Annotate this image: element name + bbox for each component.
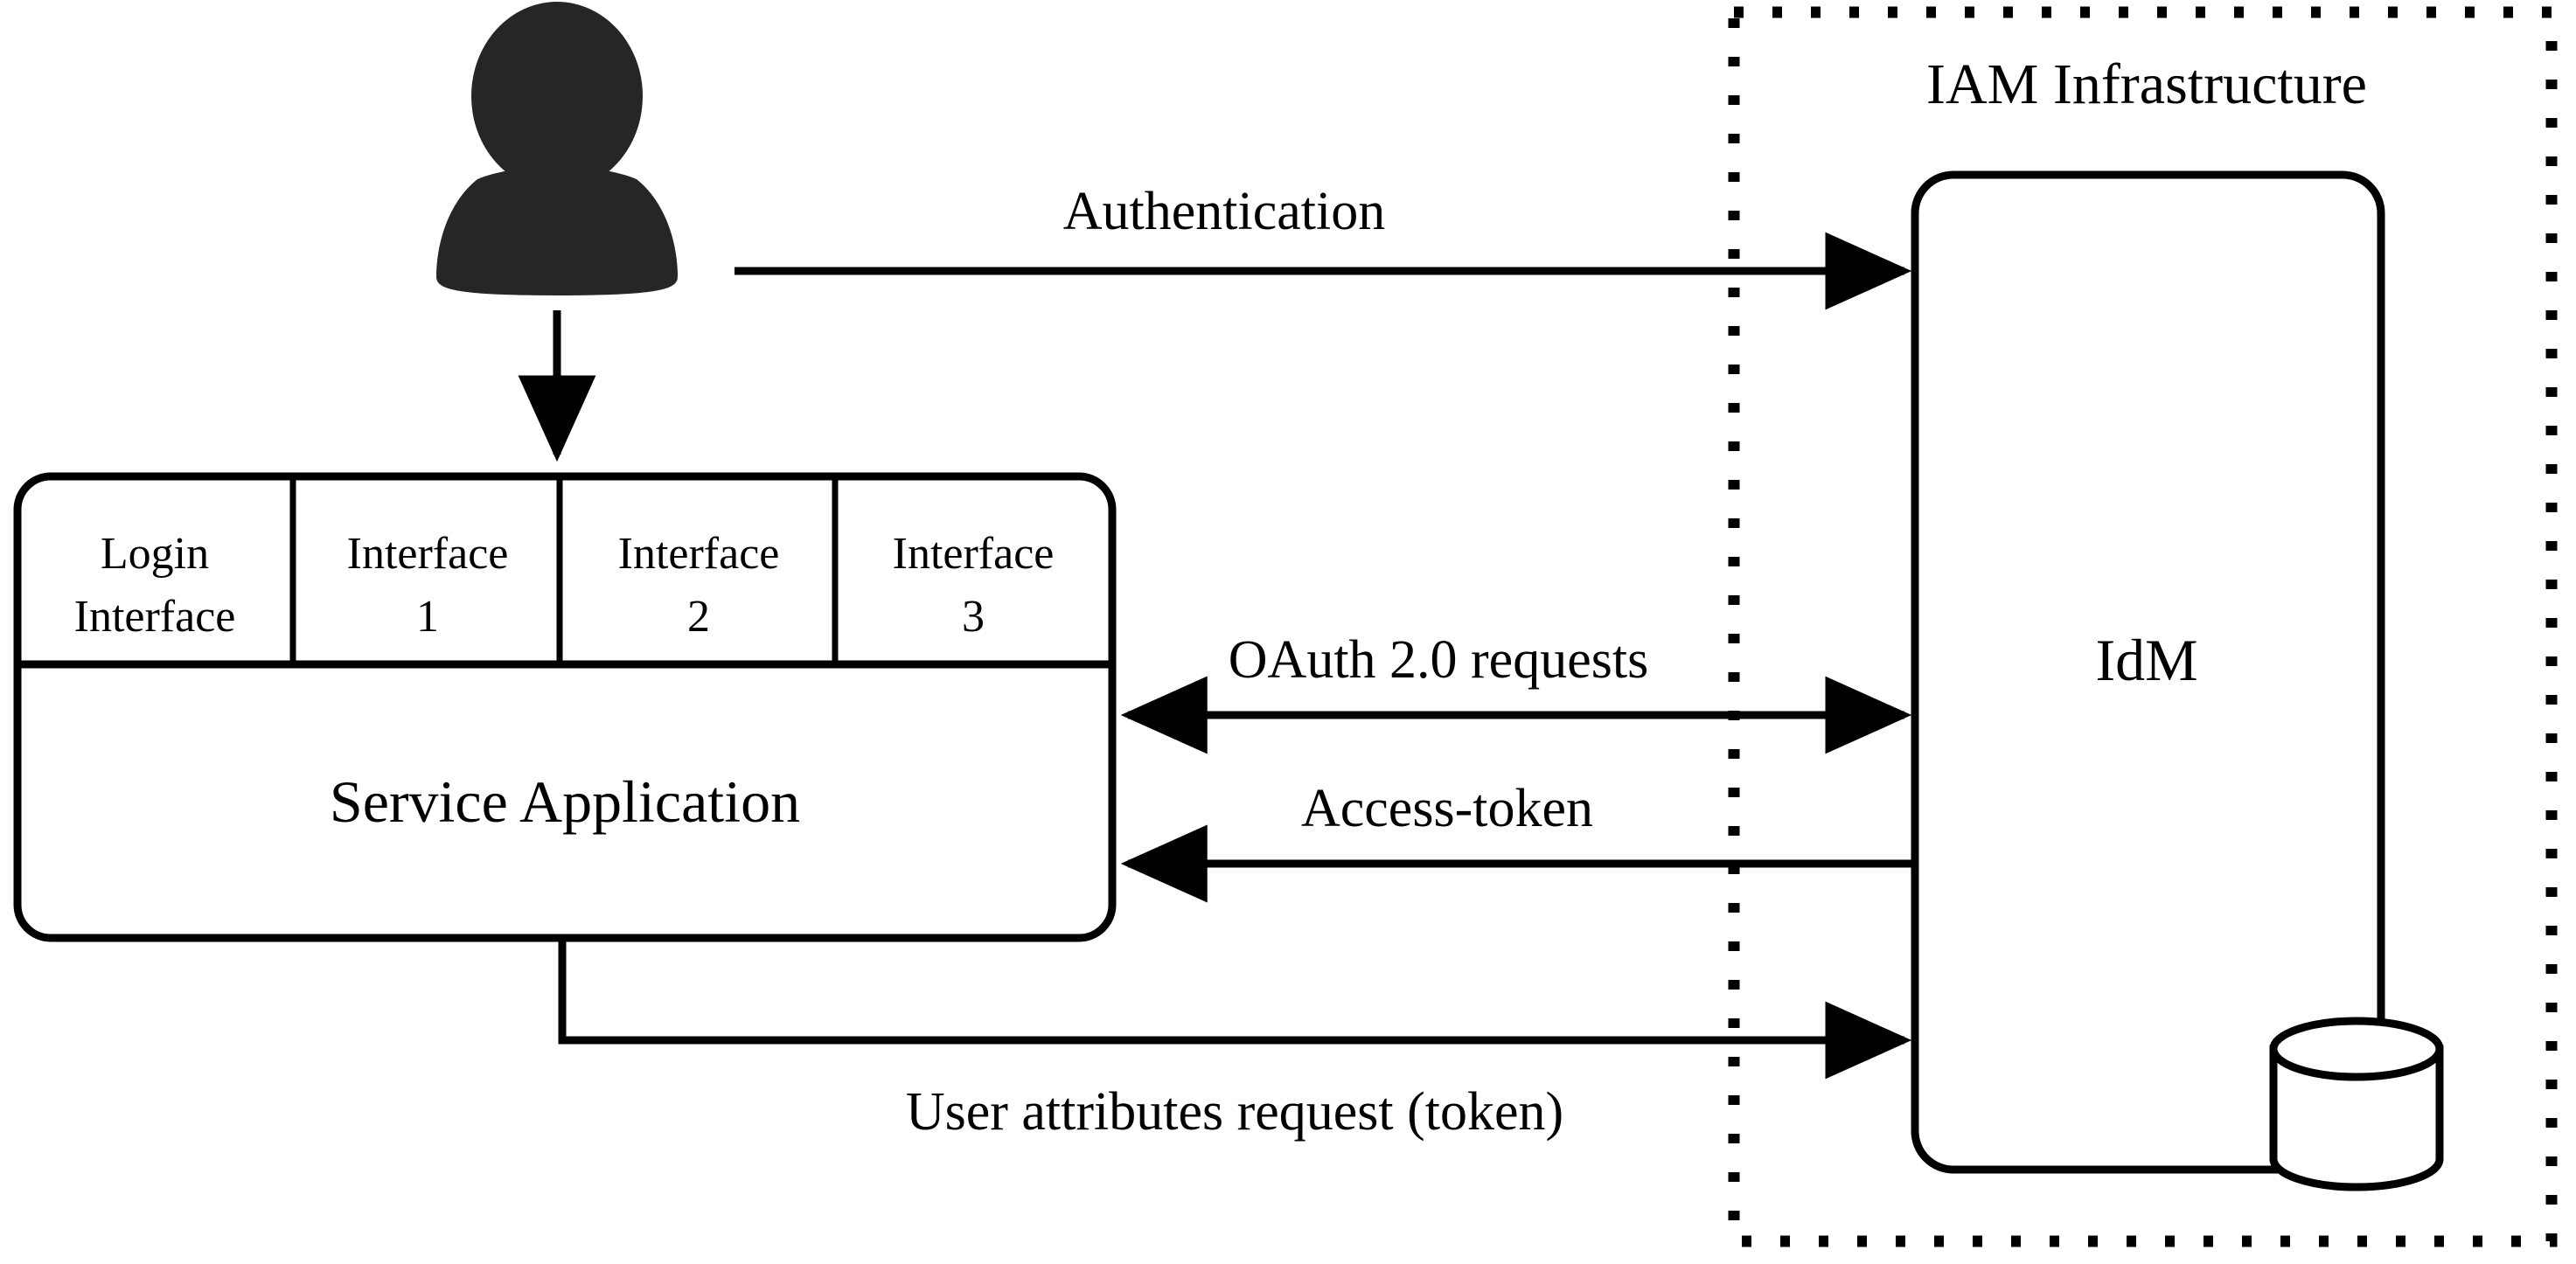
database-cylinder-icon <box>2269 1017 2444 1191</box>
flow-authentication-label: Authentication <box>1063 182 1385 241</box>
user-person-icon <box>436 2 678 295</box>
flow-access-token-label: Access-token <box>1301 779 1593 838</box>
interface-cell-2[interactable]: Interface 2 <box>618 529 780 642</box>
iam-infrastructure-boundary <box>1728 6 2558 1247</box>
interface-3-line1: Interface <box>893 529 1055 579</box>
interface-cell-3[interactable]: Interface 3 <box>893 529 1055 642</box>
interface-login-line2: Interface <box>74 592 236 642</box>
interface-1-line2: 1 <box>416 592 439 642</box>
flow-user-attributes-request-label: User attributes request (token) <box>906 1082 1563 1142</box>
flow-user-attributes-request-arrow <box>558 938 1912 1080</box>
idm-label: IdM <box>2095 627 2197 693</box>
iam-infrastructure-title: IAM Infrastructure <box>1926 52 2367 116</box>
interface-cell-login[interactable]: Login Interface <box>74 529 236 642</box>
interface-2-line2: 2 <box>687 592 710 642</box>
service-application-box <box>13 472 1117 942</box>
flow-oauth-requests-label: OAuth 2.0 requests <box>1229 630 1648 690</box>
interface-3-line2: 3 <box>962 592 985 642</box>
interface-2-line1: Interface <box>618 529 780 579</box>
interface-1-line1: Interface <box>347 529 509 579</box>
interface-login-line1: Login <box>101 529 209 579</box>
interface-cell-1[interactable]: Interface 1 <box>347 529 509 642</box>
service-application-label: Service Application <box>330 768 800 835</box>
